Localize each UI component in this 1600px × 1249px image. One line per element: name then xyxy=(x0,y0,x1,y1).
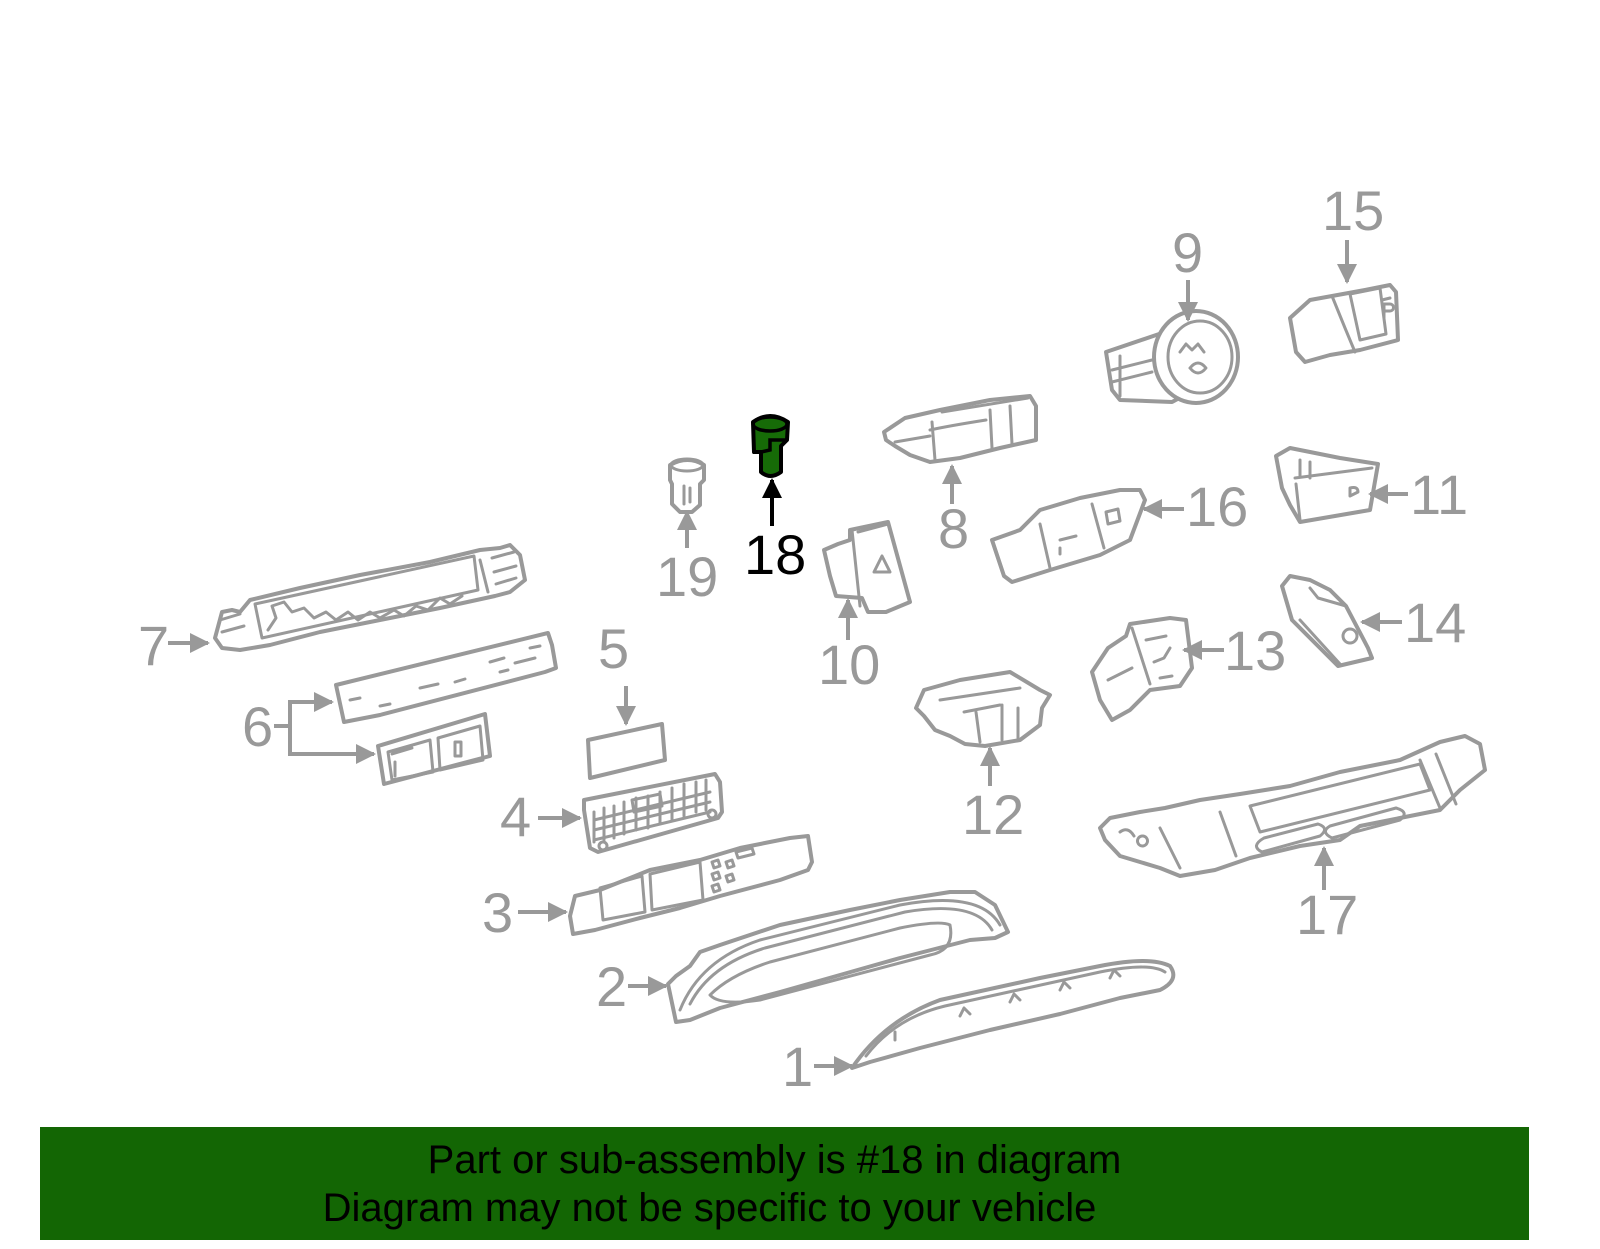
svg-text:16: 16 xyxy=(1186,475,1248,538)
svg-text:9: 9 xyxy=(1172,221,1203,284)
callout-18: 18 xyxy=(744,478,806,586)
part-16[interactable] xyxy=(990,488,1147,584)
part-7[interactable] xyxy=(213,543,527,652)
callout-16: 16 xyxy=(1142,475,1248,538)
part-9[interactable] xyxy=(1104,309,1240,405)
part-4[interactable] xyxy=(582,772,724,854)
part-14[interactable] xyxy=(1280,574,1374,668)
svg-text:10: 10 xyxy=(818,633,880,696)
part-11[interactable] xyxy=(1274,446,1380,524)
part-10[interactable] xyxy=(822,520,912,614)
callout-6: 6 xyxy=(242,692,376,764)
svg-text:13: 13 xyxy=(1224,619,1286,682)
part-12[interactable] xyxy=(914,670,1052,748)
callout-4: 4 xyxy=(500,785,582,848)
svg-text:3: 3 xyxy=(482,881,513,944)
svg-text:1: 1 xyxy=(782,1035,813,1098)
parts-diagram: 7 6 5 4 3 xyxy=(138,179,1487,1098)
svg-text:14: 14 xyxy=(1404,591,1466,654)
callout-3: 3 xyxy=(482,881,568,944)
banner-disclaimer: Diagram may not be specific to your vehi… xyxy=(322,1185,1097,1230)
part-2[interactable] xyxy=(666,890,1010,1024)
part-19[interactable] xyxy=(668,457,706,514)
part-6[interactable] xyxy=(334,631,558,786)
svg-text:4: 4 xyxy=(500,785,531,848)
svg-text:18: 18 xyxy=(744,523,806,586)
svg-text:17: 17 xyxy=(1296,883,1358,946)
callout-1: 1 xyxy=(782,1035,854,1098)
part-18[interactable] xyxy=(751,414,790,478)
part-17[interactable] xyxy=(1098,734,1487,878)
callout-15: 15 xyxy=(1322,179,1384,284)
svg-text:2: 2 xyxy=(596,955,627,1018)
info-banner: Part or sub-assembly is #18 in diagram D… xyxy=(40,1127,1529,1240)
callout-12: 12 xyxy=(962,746,1024,846)
svg-text:7: 7 xyxy=(138,614,169,677)
callout-10: 10 xyxy=(818,598,880,696)
callout-8: 8 xyxy=(938,464,969,560)
callout-7: 7 xyxy=(138,614,210,677)
part-5[interactable] xyxy=(586,722,667,780)
part-15[interactable] xyxy=(1288,283,1400,364)
svg-text:12: 12 xyxy=(962,783,1024,846)
part-3[interactable] xyxy=(568,834,814,936)
callout-5: 5 xyxy=(598,617,636,726)
part-8[interactable] xyxy=(882,394,1038,464)
callout-2: 2 xyxy=(596,955,668,1018)
svg-text:5: 5 xyxy=(598,617,629,680)
callout-9: 9 xyxy=(1172,221,1203,322)
part-13[interactable] xyxy=(1090,616,1194,722)
svg-text:6: 6 xyxy=(242,695,273,758)
svg-text:15: 15 xyxy=(1322,179,1384,242)
callout-19: 19 xyxy=(656,510,718,608)
callout-17: 17 xyxy=(1296,846,1358,946)
svg-text:19: 19 xyxy=(656,545,718,608)
svg-text:8: 8 xyxy=(938,497,969,560)
banner-part-notice: Part or sub-assembly is #18 in diagram xyxy=(427,1137,1122,1182)
callout-14: 14 xyxy=(1360,591,1466,654)
part-1[interactable] xyxy=(850,959,1176,1070)
svg-text:11: 11 xyxy=(1410,463,1468,526)
callout-11: 11 xyxy=(1368,463,1468,526)
callout-13: 13 xyxy=(1182,619,1286,682)
